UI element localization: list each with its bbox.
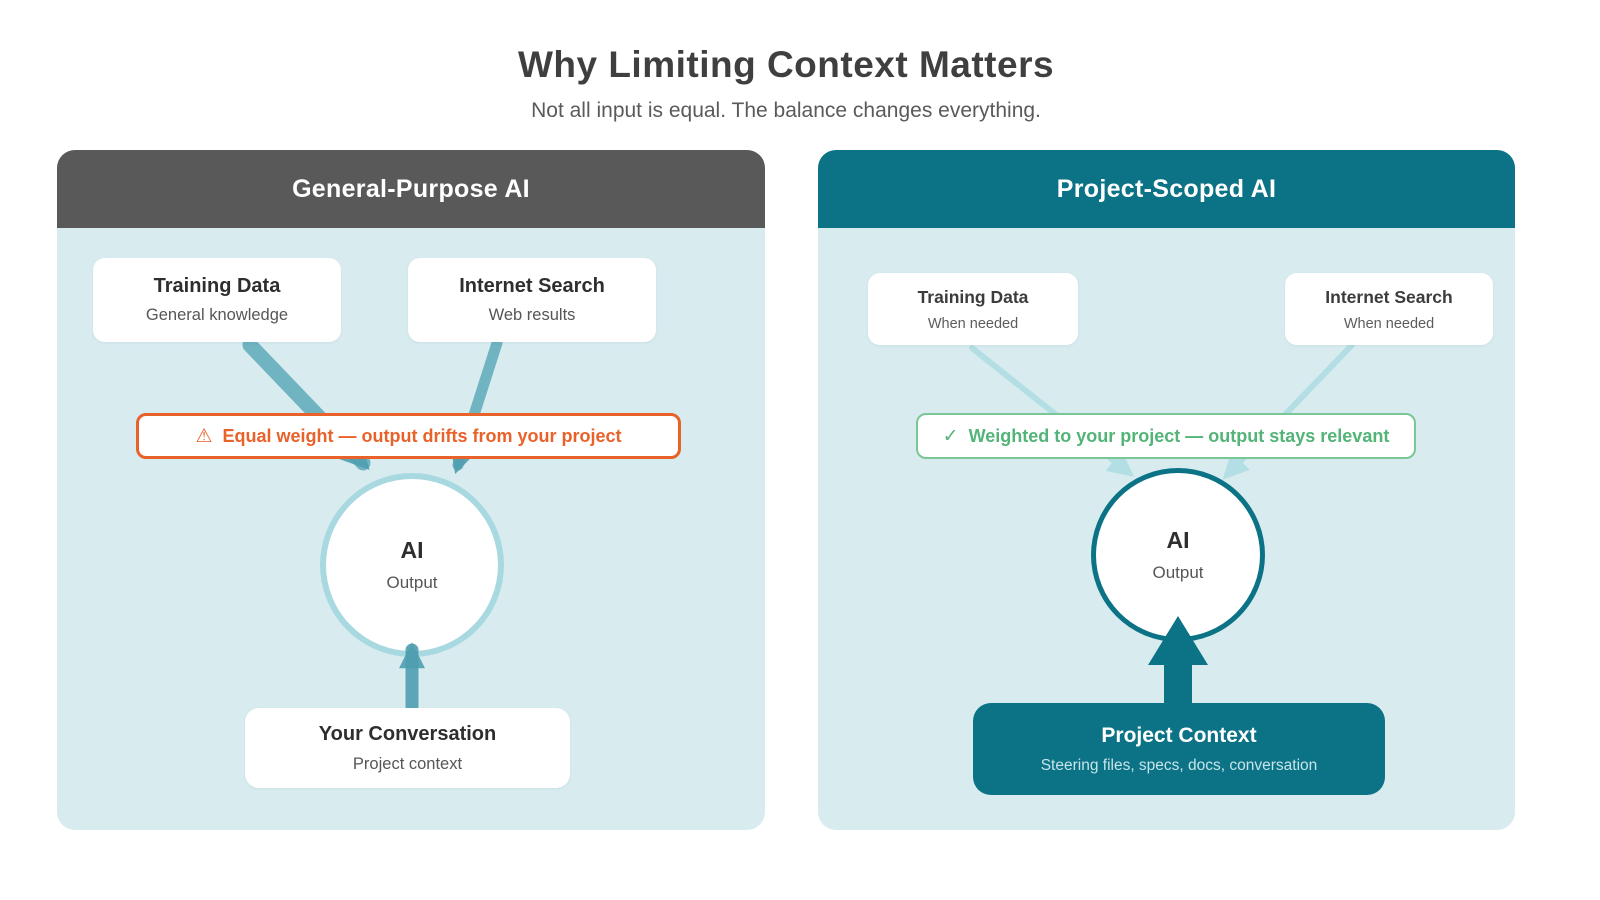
- project-context-subtitle: Steering files, specs, docs, conversatio…: [1040, 756, 1318, 774]
- training-data-title: Training Data: [153, 275, 281, 297]
- training-data-subtitle: When needed: [927, 315, 1019, 332]
- warning-icon: ⚠: [195, 425, 213, 447]
- training-data-box: Training Data General knowledge: [93, 258, 341, 342]
- training-data-box: Training Data When needed: [868, 273, 1078, 345]
- checkmark-icon: ✓: [942, 425, 959, 447]
- internet-search-subtitle: Web results: [488, 306, 576, 324]
- ai-output-circle: AI Output: [320, 473, 504, 657]
- warning-banner: ⚠ Equal weight — output drifts from your…: [136, 413, 681, 459]
- ai-output-circle: AI Output: [1091, 468, 1265, 642]
- ai-label: AI: [1166, 527, 1190, 553]
- internet-search-box: Internet Search Web results: [408, 258, 656, 342]
- training-data-subtitle: General knowledge: [145, 306, 289, 324]
- internet-search-box: Internet Search When needed: [1285, 273, 1493, 345]
- general-purpose-panel-title: General-Purpose AI: [57, 150, 765, 228]
- your-conversation-title: Your Conversation: [318, 722, 497, 745]
- ai-output-label: Output: [1152, 563, 1204, 582]
- internet-search-title: Internet Search: [1325, 286, 1453, 307]
- general-purpose-panel: General-Purpose AI AI Output Training Da…: [57, 150, 765, 830]
- project-scoped-panel: Project-Scoped AI AI Output Training Dat…: [818, 150, 1515, 830]
- project-context-title: Project Context: [1101, 723, 1257, 747]
- success-banner: ✓ Weighted to your project — output stay…: [916, 413, 1416, 459]
- ai-output-label: Output: [386, 573, 438, 592]
- your-conversation-subtitle: Project context: [352, 754, 463, 773]
- internet-search-title: Internet Search: [459, 275, 605, 297]
- internet-search-subtitle: When needed: [1343, 315, 1435, 332]
- project-context-box: Project Context Steering files, specs, d…: [973, 703, 1385, 795]
- your-conversation-box: Your Conversation Project context: [245, 708, 570, 788]
- ai-label: AI: [400, 537, 424, 563]
- warning-banner-text: Equal weight — output drifts from your p…: [222, 425, 622, 446]
- success-banner-text: Weighted to your project — output stays …: [968, 425, 1390, 446]
- page-subtitle: Not all input is equal. The balance chan…: [531, 99, 1041, 122]
- training-data-title: Training Data: [917, 286, 1029, 307]
- project-scoped-panel-title: Project-Scoped AI: [818, 150, 1515, 228]
- page-header: Why Limiting Context Matters Not all inp…: [57, 44, 1515, 123]
- page-title: Why Limiting Context Matters: [517, 44, 1055, 85]
